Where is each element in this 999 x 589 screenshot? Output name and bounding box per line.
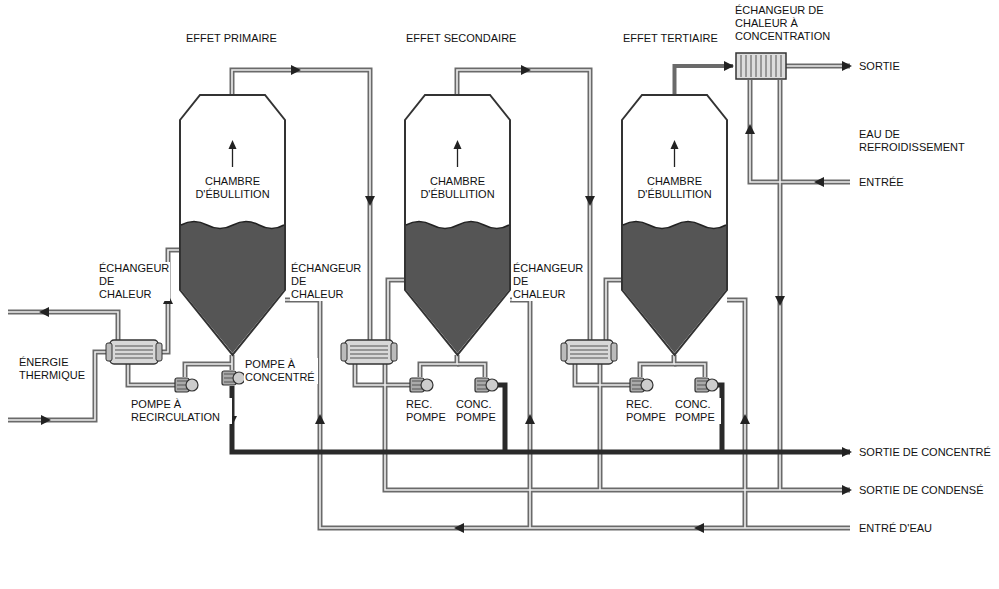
outlet-label: SORTIE DE CONCENTRÉ <box>858 446 992 459</box>
vapour-arrow-head <box>454 140 462 149</box>
pipe-graphic <box>525 70 526 71</box>
effect-title: EFFET TERTIAIRE <box>622 32 719 45</box>
inlet-label: ENTRÉE <box>858 176 905 189</box>
condenser-plate <box>741 55 742 77</box>
pump-label: REC. POMPE <box>625 398 672 424</box>
liquid-surface <box>406 222 509 229</box>
pipe-graphic <box>561 340 617 364</box>
pipe-graphic <box>44 66 847 528</box>
condenser-plate <box>756 55 757 77</box>
boiling-chamber: CHAMBRE D'ÉBULLITION <box>405 95 510 355</box>
condenser-plate <box>751 55 752 77</box>
liquid <box>181 222 284 354</box>
pipe-graphic <box>222 371 245 385</box>
effect-title: EFFET PRIMAIRE <box>185 32 278 45</box>
pipe-graphic <box>530 419 531 420</box>
pump-label: CONC. POMPE <box>674 398 721 424</box>
pipe-graphic <box>695 378 718 392</box>
outlet-label: SORTIE <box>858 60 901 73</box>
pipe-graphic <box>846 452 847 453</box>
vapour-arrow <box>674 147 675 167</box>
exchanger-label: ÉCHANGEUR DE CHALEUR <box>290 262 362 301</box>
pipe-graphic <box>320 419 321 420</box>
chamber-label: CHAMBRE D'ÉBULLITION <box>622 175 727 201</box>
pipe-graphic <box>341 340 397 364</box>
vessel-body <box>180 95 285 355</box>
pipe-graphic <box>475 378 498 392</box>
pipe-graphic <box>175 378 198 392</box>
pipe-graphic <box>699 528 700 529</box>
vessel-outline <box>622 95 727 355</box>
liquid <box>623 222 726 354</box>
pipe-graphic <box>232 385 850 452</box>
pipe-graphic <box>370 200 371 201</box>
vapour-pipe <box>675 66 734 95</box>
vessel-body <box>405 95 510 355</box>
pipe-graphic <box>590 200 591 201</box>
vapour-arrow-head <box>229 140 237 149</box>
pipe-graphic <box>630 378 653 392</box>
pipe-graphic <box>819 182 820 183</box>
pump-label: POMPE À CONCENTRÉ <box>244 358 318 384</box>
pump-label: CONC. POMPE <box>455 398 502 424</box>
pipe-graphic <box>45 420 46 421</box>
condenser-plate <box>761 55 762 77</box>
vessel-body <box>622 95 727 355</box>
condenser-plate <box>776 55 777 77</box>
exchanger-label: ÉCHANGEUR DE CHALEUR <box>512 262 584 301</box>
condenser-plate <box>746 55 747 77</box>
condenser-body <box>736 53 786 79</box>
cooling-label: EAU DE REFROIDISSEMENT <box>858 128 972 154</box>
chamber-label: CHAMBRE D'ÉBULLITION <box>405 175 510 201</box>
pipe-graphic <box>750 129 751 130</box>
boiling-chamber: CHAMBRE D'ÉBULLITION <box>622 95 727 355</box>
pipe-graphic <box>8 66 850 528</box>
pipe-graphic <box>106 340 162 364</box>
exchanger-label: ÉCHANGEUR DE CHALEUR <box>98 262 170 301</box>
condenser-exchanger: ÉCHANGEUR DE CHALEUR À CONCENTRATION <box>733 4 845 80</box>
pipe-graphic <box>410 378 433 392</box>
liquid <box>406 222 509 354</box>
exchanger-heading: ÉCHANGEUR DE CHALEUR À CONCENTRATION <box>735 4 845 43</box>
condenser-plate <box>781 55 782 77</box>
condenser-plate <box>766 55 767 77</box>
condenser-symbol <box>735 52 789 80</box>
liquid-surface <box>623 222 726 229</box>
pump-label: POMPE À RECIRCULATION <box>130 398 232 424</box>
inlet-label: ENTRÉ D'EAU <box>858 522 933 535</box>
vapour-arrow <box>232 147 233 167</box>
pipe-graphic <box>8 66 850 528</box>
pipe-graphic <box>295 70 296 71</box>
chamber-label: CHAMBRE D'ÉBULLITION <box>180 175 285 201</box>
pipe-graphic <box>846 66 847 67</box>
boiling-chamber: CHAMBRE D'ÉBULLITION <box>180 95 285 355</box>
outlet-label: SORTIE DE CONDENSÉ <box>858 484 985 497</box>
vapour-arrow <box>457 147 458 167</box>
energy-label: ÉNERGIE THERMIQUE <box>18 356 90 382</box>
condenser-plate <box>771 55 772 77</box>
liquid-surface <box>181 222 284 229</box>
pipe-graphic <box>780 300 781 301</box>
vapour-arrow-head <box>671 140 679 149</box>
vessel-outline <box>180 95 285 355</box>
pipe-graphic <box>459 528 460 529</box>
pipe-graphic <box>745 419 746 420</box>
pipe-graphic <box>44 312 45 313</box>
pump-label: REC. POMPE <box>405 398 452 424</box>
pipe-graphic <box>846 490 847 491</box>
effect-title: EFFET SECONDAIRE <box>405 32 517 45</box>
vessel-outline <box>405 95 510 355</box>
